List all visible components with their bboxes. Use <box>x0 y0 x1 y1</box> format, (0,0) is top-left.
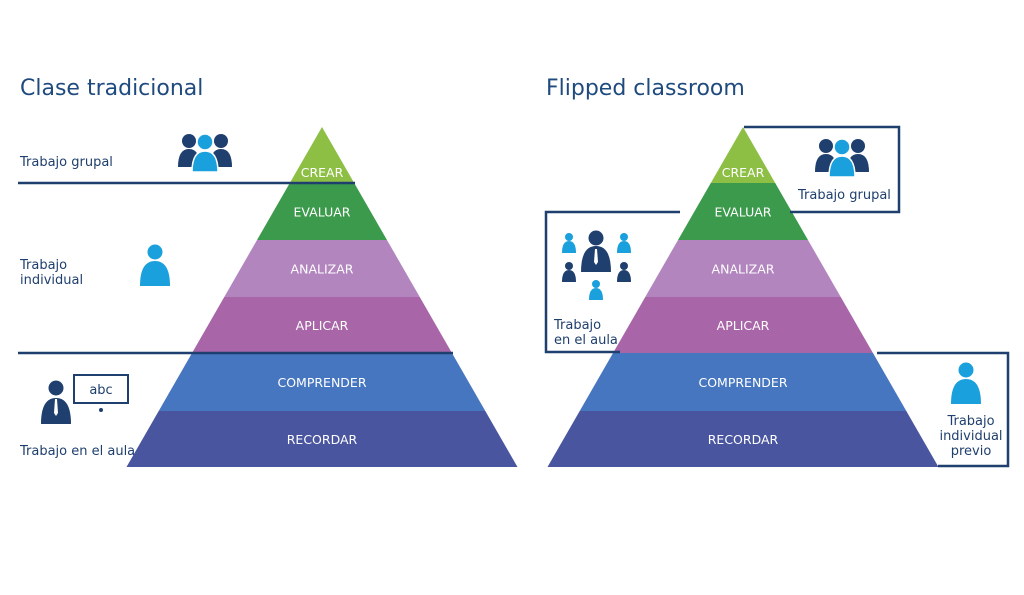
level-label: ANALIZAR <box>291 262 354 277</box>
level-analizar <box>645 240 841 297</box>
title-flipped: Flipped classroom <box>546 76 745 101</box>
classroom-icon <box>562 230 631 300</box>
level-analizar <box>224 240 420 297</box>
level-crear <box>289 127 355 183</box>
level-comprender <box>158 353 486 411</box>
board-text: abc <box>89 383 112 398</box>
person-icon <box>140 244 170 286</box>
title-traditional: Clase tradicional <box>20 76 204 101</box>
label-individual-work: Trabajo individual <box>20 258 84 288</box>
label-classroom-work: Trabajo en el aula <box>20 444 136 459</box>
level-label: CREAR <box>722 165 765 180</box>
level-comprender <box>579 353 907 411</box>
level-label: CREAR <box>301 165 344 180</box>
level-recordar <box>126 411 518 467</box>
person-icon <box>951 362 981 404</box>
level-label: COMPRENDER <box>698 375 787 390</box>
level-label: EVALUAR <box>715 205 772 220</box>
level-crear <box>710 127 776 183</box>
classroom-box <box>544 210 680 354</box>
level-evaluar <box>678 183 808 240</box>
pyramid-traditional: CREAR EVALUAR ANALIZAR APLICAR COMPRENDER REC… <box>126 127 518 467</box>
level-label: APLICAR <box>296 318 349 333</box>
level-label: RECORDAR <box>287 432 358 447</box>
level-aplicar <box>613 297 873 353</box>
individual-box <box>877 351 1010 468</box>
board-icon <box>73 374 129 404</box>
group-icon <box>178 133 232 173</box>
level-label: EVALUAR <box>294 205 351 220</box>
level-evaluar <box>257 183 387 240</box>
label-classroom-work: Trabajo en el aula <box>554 318 618 348</box>
label-group-work: Trabajo grupal <box>798 188 891 203</box>
group-icon <box>815 138 869 178</box>
level-recordar <box>547 411 939 467</box>
teacher-icon <box>41 374 129 424</box>
group-box <box>744 125 901 214</box>
level-label: COMPRENDER <box>277 375 366 390</box>
label-prior-individual-work: Trabajo individual previo <box>939 414 1003 459</box>
level-label: RECORDAR <box>708 432 779 447</box>
level-aplicar <box>192 297 452 353</box>
level-label: APLICAR <box>717 318 770 333</box>
level-label: ANALIZAR <box>712 262 775 277</box>
label-group-work: Trabajo grupal <box>20 155 113 170</box>
pyramid-flipped: CREAR EVALUAR ANALIZAR APLICAR COMPRENDER REC… <box>547 127 939 467</box>
